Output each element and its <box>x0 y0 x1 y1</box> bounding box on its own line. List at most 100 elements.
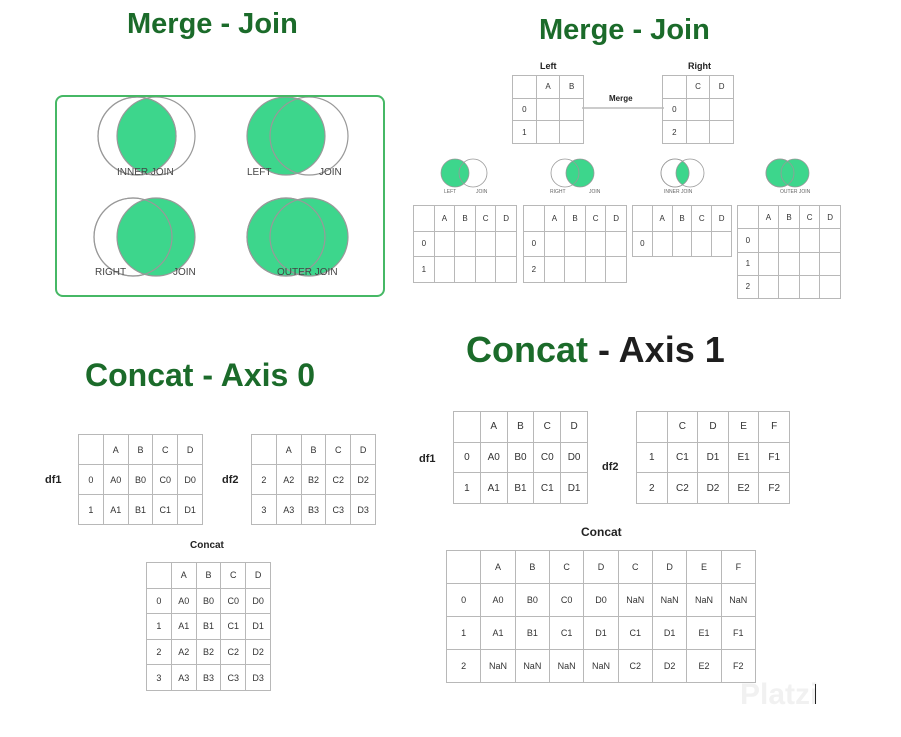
column-header: A <box>543 205 566 232</box>
table-cell <box>535 97 561 122</box>
table-cell: E1 <box>686 616 722 650</box>
column-header: C <box>533 411 562 443</box>
column-header: D <box>697 411 729 443</box>
column-header: D <box>583 550 619 584</box>
table-cell: A0 <box>480 583 516 617</box>
column-header <box>662 75 687 99</box>
column-header: D <box>711 205 732 232</box>
table-cell <box>559 97 584 122</box>
table-cell <box>474 256 497 283</box>
column-header: F <box>758 411 790 443</box>
table-cell <box>819 251 841 276</box>
mini-venn-label: OUTER JOIN <box>780 189 811 195</box>
column-header <box>737 204 759 230</box>
table-cell: D1 <box>697 441 729 474</box>
column-header: C <box>617 550 653 584</box>
row-index: 0 <box>78 464 104 495</box>
row-index: 2 <box>251 464 277 495</box>
table-cell <box>819 274 841 300</box>
column-header: B <box>506 411 535 443</box>
column-header <box>636 411 668 443</box>
merge-join-title-right: Merge - Join <box>539 14 710 46</box>
row-index: 0 <box>445 583 482 617</box>
table-cell <box>711 230 732 257</box>
table-cell: A3 <box>275 494 302 525</box>
right-table-label: Right <box>688 61 711 71</box>
table-cell: B0 <box>506 441 535 474</box>
table-cell: B0 <box>195 587 222 615</box>
table-cell: NaN <box>720 583 757 617</box>
table-cell: A1 <box>102 494 129 525</box>
df2-label-axis1: df2 <box>602 461 619 473</box>
column-header: B <box>127 434 154 465</box>
table-cell <box>495 256 517 283</box>
table-cell: NaN <box>583 649 619 683</box>
table-cell: A2 <box>275 464 302 495</box>
column-header: D <box>819 204 841 230</box>
column-header: D <box>709 75 734 99</box>
table-cell: C3 <box>220 664 247 691</box>
column-header: A <box>757 204 780 230</box>
column-header <box>78 434 104 465</box>
column-header: D <box>177 434 203 465</box>
table-cell: C0 <box>533 441 562 474</box>
venn-label: INNER JOIN <box>117 167 174 178</box>
table-cell: C2 <box>220 638 247 666</box>
table-cell: E2 <box>727 472 760 504</box>
column-header: C <box>220 562 247 589</box>
table-cell <box>757 228 780 253</box>
venn-label: OUTER JOIN <box>277 267 338 278</box>
column-header: D <box>605 205 627 232</box>
venn-outer-join: OUTER JOIN <box>246 197 349 278</box>
column-header <box>146 562 172 589</box>
row-index: 0 <box>146 587 172 615</box>
column-header: C <box>325 434 352 465</box>
column-header: A <box>479 411 508 443</box>
table-cell <box>543 256 566 283</box>
table-cell: C0 <box>548 583 585 617</box>
mini-venn-inner: INNER JOIN <box>660 158 705 195</box>
table-cell: B3 <box>300 494 327 525</box>
column-header: F <box>720 550 757 584</box>
mini-venn-label: LEFT <box>444 189 456 195</box>
row-index: 1 <box>737 251 759 276</box>
column-header: C <box>691 205 713 232</box>
row-index: 2 <box>636 472 668 504</box>
table-cell: A1 <box>479 472 508 504</box>
column-header: C <box>685 75 711 99</box>
table-cell <box>798 251 821 276</box>
table-cell: D0 <box>177 464 203 495</box>
venn-label: LEFT <box>247 167 271 178</box>
table-row: 2 <box>523 256 627 283</box>
table-cell <box>564 230 586 258</box>
column-header: B <box>514 550 550 584</box>
table-row: 1 <box>737 251 841 276</box>
table-cell <box>605 256 627 283</box>
mini-venn-left: LEFT JOIN <box>440 158 488 195</box>
table-cell: E2 <box>686 649 722 683</box>
table-cell: A1 <box>170 613 197 640</box>
column-header: E <box>686 550 722 584</box>
table-cell: C2 <box>666 472 699 504</box>
table-cell <box>543 230 566 258</box>
table-cell <box>454 256 476 283</box>
row-index: 1 <box>512 120 537 144</box>
row-index: 3 <box>251 494 277 525</box>
merge-join-title-left: Merge - Join <box>127 8 298 40</box>
table-cell <box>685 97 711 122</box>
column-header: A <box>651 205 673 232</box>
table-cell <box>778 251 800 276</box>
